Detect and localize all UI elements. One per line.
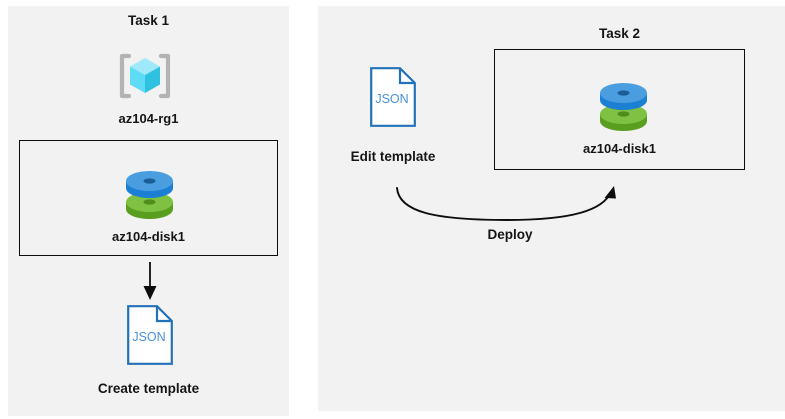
- json-file-type-text: JSON: [375, 92, 408, 106]
- resource-group-cube-icon: [117, 48, 173, 104]
- task-1-title: Task 1: [127, 13, 170, 28]
- resource-group-label: az104-rg1: [118, 111, 179, 126]
- json-file-type-text: JSON: [132, 330, 165, 344]
- edit-template-label: Edit template: [350, 149, 436, 164]
- task-1-disk-label: az104-disk1: [112, 229, 185, 244]
- managed-disk-icon: [123, 168, 176, 222]
- task-2-title: Task 2: [598, 26, 641, 41]
- deploy-label: Deploy: [487, 227, 533, 242]
- managed-disk-icon: [597, 80, 650, 134]
- arrow-curved-right-icon: [395, 186, 625, 232]
- json-file-icon: JSON: [127, 305, 173, 365]
- task-2-disk-label: az104-disk1: [583, 141, 656, 156]
- arrow-down-icon: [133, 262, 167, 302]
- create-template-label: Create template: [97, 381, 200, 396]
- json-file-icon: JSON: [370, 67, 416, 127]
